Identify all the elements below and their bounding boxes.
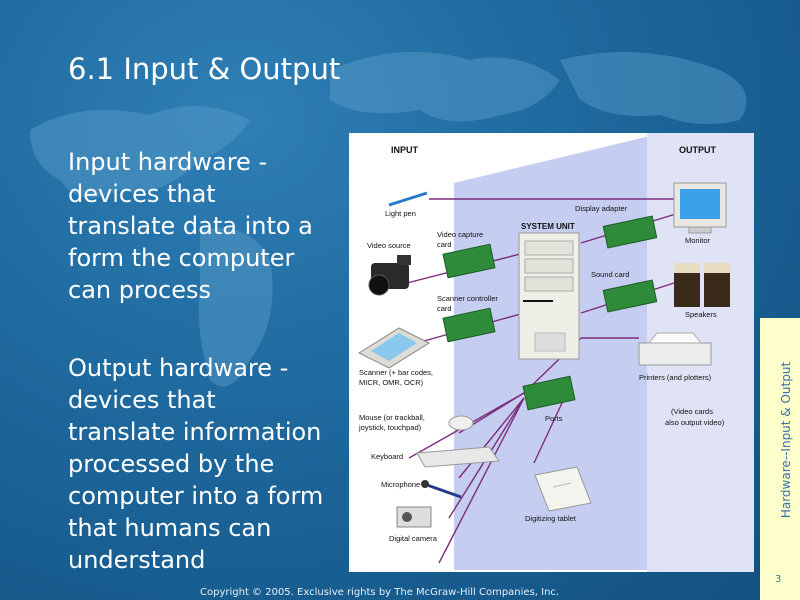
label-display-adapter: Display adapter — [575, 204, 628, 213]
label-video-capture: Video capture — [437, 230, 483, 239]
label-sound-card: Sound card — [591, 270, 629, 279]
label-scanner-controller: Scanner controller — [437, 294, 498, 303]
sidebar-panel — [760, 318, 800, 600]
expansion-cards — [442, 215, 658, 411]
label-monitor: Monitor — [685, 236, 711, 245]
bullet-output-hardware: Output hardware - devices that translate… — [68, 352, 323, 576]
copyright-footer: Copyright © 2005. Exclusive rights by Th… — [200, 587, 560, 598]
label-scanner-controller-2: card — [437, 304, 452, 313]
label-ports: Ports — [545, 414, 563, 423]
bullet-line: processed by the — [68, 450, 275, 478]
bullet-line: translate data into a — [68, 212, 313, 240]
bullet-line: form the computer — [68, 244, 295, 272]
light-pen-icon — [388, 191, 428, 207]
microphone-icon — [426, 483, 462, 499]
keyboard-icon — [416, 446, 500, 468]
system-unit-icon — [518, 232, 580, 360]
input-header: INPUT — [391, 145, 419, 155]
mouse-icon — [448, 415, 474, 431]
digital-camera-icon — [396, 506, 432, 528]
bullet-line: devices that — [68, 386, 216, 414]
label-digital-camera: Digital camera — [389, 534, 438, 543]
bullet-line: that humans can — [68, 514, 272, 542]
output-header: OUTPUT — [679, 145, 717, 155]
label-video-source: Video source — [367, 241, 411, 250]
bullet-line: can process — [68, 276, 211, 304]
speakers-icon — [674, 263, 730, 307]
label-video-capture-2: card — [437, 240, 452, 249]
slide-title: 6.1 Input & Output — [68, 52, 341, 86]
bullet-input-hardware: Input hardware - devices that translate … — [68, 146, 313, 306]
label-scanner-2: MICR, OMR, OCR) — [359, 378, 424, 387]
label-scanner: Scanner (+ bar codes, — [359, 368, 433, 377]
microphone-head-icon — [421, 480, 429, 488]
monitor-icon — [673, 182, 727, 234]
bullet-line: understand — [68, 546, 206, 574]
bullet-line: computer into a form — [68, 482, 324, 510]
label-keyboard: Keyboard — [371, 452, 403, 461]
label-speakers: Speakers — [685, 310, 717, 319]
label-mouse-2: joystick, touchpad) — [358, 423, 422, 432]
page-number: 3 — [775, 574, 782, 585]
scanner-icon — [357, 327, 431, 369]
system-unit-label: SYSTEM UNIT — [521, 222, 575, 231]
printer-icon — [638, 332, 712, 366]
label-light-pen: Light pen — [385, 209, 416, 218]
video-camera-icon — [368, 255, 411, 296]
label-printers: Printers (and plotters) — [639, 373, 712, 382]
digitizing-tablet-icon — [534, 466, 592, 512]
label-video-note: (Video cards — [671, 407, 713, 416]
io-diagram: INPUT OUTPUT SYSTEM UNIT — [349, 133, 754, 572]
label-microphone: Microphone — [381, 480, 420, 489]
label-mouse: Mouse (or trackball, — [359, 413, 425, 422]
bullet-line: Input hardware - — [68, 148, 268, 176]
sidebar-title: Hardware--Input & Output — [779, 361, 793, 519]
label-video-note-2: also output video) — [665, 418, 725, 427]
bullet-line: Output hardware - — [68, 354, 289, 382]
label-digitizing-tablet: Digitizing tablet — [525, 514, 577, 523]
bullet-line: translate information — [68, 418, 322, 446]
bullet-line: devices that — [68, 180, 216, 208]
